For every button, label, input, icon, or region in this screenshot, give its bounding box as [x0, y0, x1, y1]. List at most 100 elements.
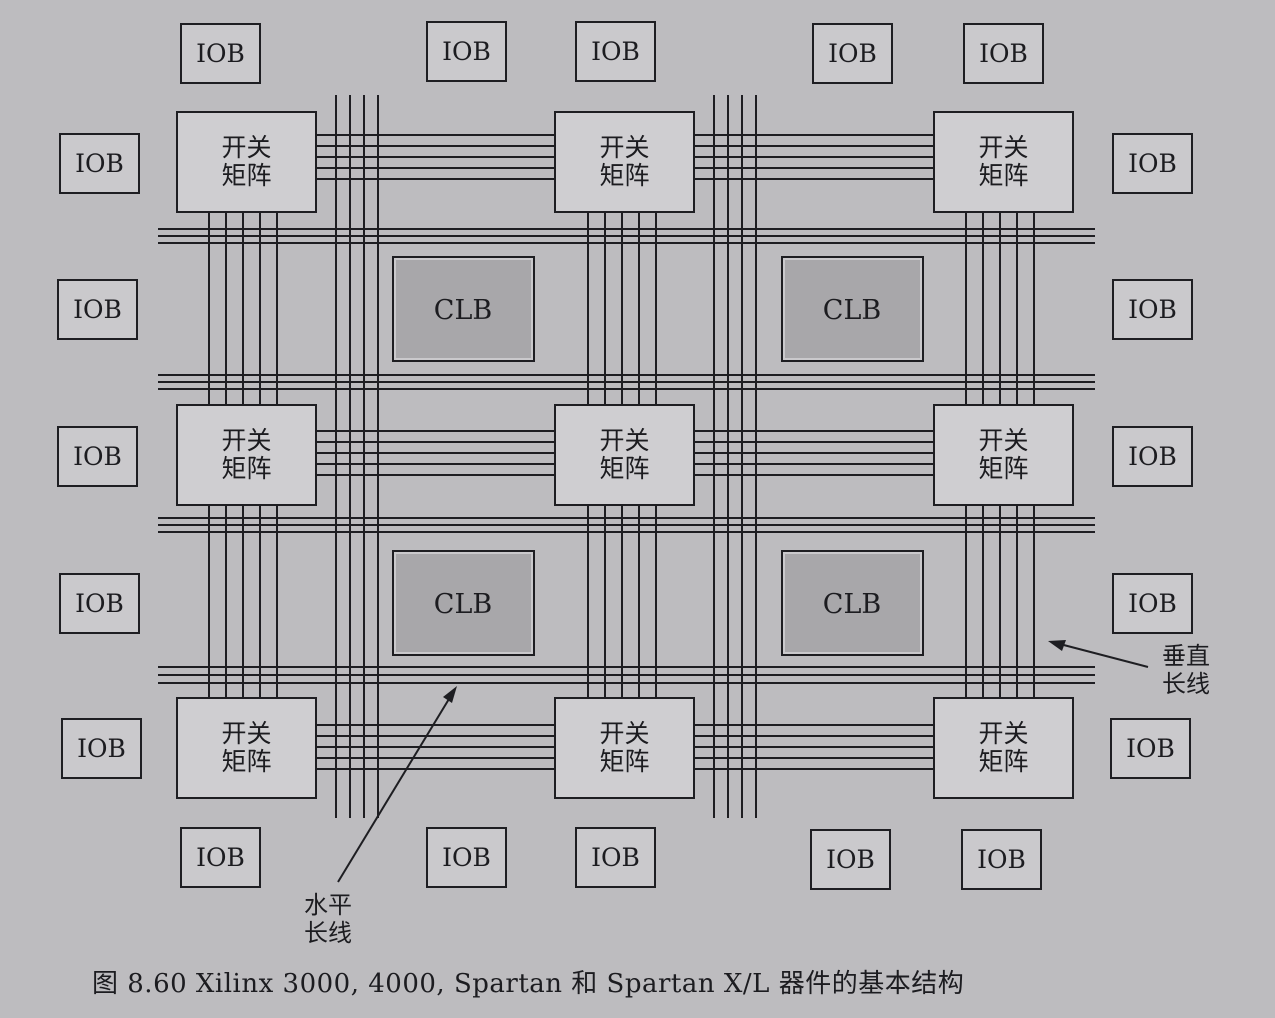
iob: IOB [57, 426, 138, 487]
switch-matrix-box [554, 111, 695, 213]
iob-label: IOB [1128, 442, 1177, 471]
horizontal-routing-channels [158, 228, 1095, 684]
iob-blocks: IOB IOB IOB IOB IOB IOB IOB IOB IOB IOB IOB IOB IOB I… [57, 21, 1193, 890]
switch-matrix-label-line1: 开关 [599, 426, 649, 455]
iob-label: IOB [826, 845, 875, 874]
switch-matrix-label-line1: 开关 [599, 719, 649, 748]
switch-matrix-label-line1: 开关 [221, 719, 271, 748]
iob: IOB [1110, 718, 1191, 779]
switch-matrix-box [176, 404, 317, 506]
iob-box [575, 21, 656, 82]
switch-matrix-label-line2: 矩阵 [221, 161, 271, 190]
iob: IOB [61, 718, 142, 779]
iob-box [426, 827, 507, 888]
iob-label: IOB [591, 37, 640, 66]
iob-label: IOB [77, 734, 126, 763]
iob: IOB [1112, 426, 1193, 487]
switch-matrix-box [554, 404, 695, 506]
iob: IOB [180, 827, 261, 888]
iob-label: IOB [73, 295, 122, 324]
iob-label: IOB [196, 843, 245, 872]
iob-label: IOB [591, 843, 640, 872]
clb-fill [396, 260, 531, 358]
iob-box [1110, 718, 1191, 779]
switch-matrix-box [933, 697, 1074, 799]
iob: IOB [961, 829, 1042, 890]
switch-matrix-label-line2: 矩阵 [599, 454, 649, 483]
switch-matrix-label-line2: 矩阵 [221, 454, 271, 483]
iob: IOB [1112, 133, 1193, 194]
switch-matrix-label-line1: 开关 [221, 426, 271, 455]
switch-matrix-box [176, 111, 317, 213]
switch-matrix-label-line1: 开关 [978, 426, 1028, 455]
switch-matrix-label-line2: 矩阵 [221, 747, 271, 776]
switch-matrix-box [933, 404, 1074, 506]
clb: CLB [781, 256, 924, 362]
horizontal-callout-arrow-line [337, 693, 453, 883]
iob-label: IOB [442, 843, 491, 872]
switch-matrix-label-line2: 矩阵 [978, 747, 1028, 776]
iob-label: IOB [442, 37, 491, 66]
iob-label: IOB [1128, 149, 1177, 178]
clb-fill [785, 554, 920, 652]
iob: IOB [1112, 573, 1193, 634]
vertical-callout-arrowhead [1048, 640, 1066, 651]
switch-matrix-label-line2: 矩阵 [978, 454, 1028, 483]
switch-matrix-label-line1: 开关 [221, 133, 271, 162]
switch-matrix-box [176, 697, 317, 799]
iob: IOB [59, 573, 140, 634]
iob: IOB [1112, 279, 1193, 340]
iob-box [61, 718, 142, 779]
switch-matrix-label-line2: 矩阵 [599, 747, 649, 776]
iob: IOB [426, 21, 507, 82]
iob-label: IOB [196, 39, 245, 68]
switch-matrix-label-line1: 开关 [978, 133, 1028, 162]
iob-box [810, 829, 891, 890]
iob-box [180, 23, 261, 84]
clb-fill [785, 260, 920, 358]
iob-label: IOB [75, 589, 124, 618]
vertical-callout-label-2: 长线 [1162, 670, 1210, 698]
horizontal-callout-arrowhead [443, 686, 457, 703]
iob: IOB [810, 829, 891, 890]
clb-label: CLB [434, 295, 492, 326]
iob-label: IOB [828, 39, 877, 68]
iob-box [812, 23, 893, 84]
iob-box [1112, 133, 1193, 194]
iob-label: IOB [1128, 295, 1177, 324]
switch-horizontal-links [316, 134, 934, 770]
iob: IOB [812, 23, 893, 84]
iob-label: IOB [979, 39, 1028, 68]
clb-label: CLB [434, 589, 492, 620]
switch-matrix-box [933, 111, 1074, 213]
clb-label: CLB [823, 295, 881, 326]
iob-box [1112, 279, 1193, 340]
iob: IOB [180, 23, 261, 84]
switch-matrix-label-line1: 开关 [978, 719, 1028, 748]
iob-label: IOB [1126, 734, 1175, 763]
switch-matrix-label-line1: 开关 [599, 133, 649, 162]
iob: IOB [57, 279, 138, 340]
switch-matrix-label-line2: 矩阵 [599, 161, 649, 190]
iob-label: IOB [73, 442, 122, 471]
iob-box [180, 827, 261, 888]
iob-box [1112, 573, 1193, 634]
switch-matrix-box [554, 697, 695, 799]
figure-caption: 图 8.60 Xilinx 3000, 4000, Spartan 和 Spar… [92, 969, 964, 999]
callouts: 垂直 长线 水平 长线 [304, 640, 1210, 947]
vertical-callout-arrow-line [1055, 642, 1149, 668]
iob-label: IOB [75, 149, 124, 178]
iob-label: IOB [977, 845, 1026, 874]
iob-box [57, 279, 138, 340]
switch-vertical-links [208, 212, 1035, 699]
iob-box [59, 133, 140, 194]
